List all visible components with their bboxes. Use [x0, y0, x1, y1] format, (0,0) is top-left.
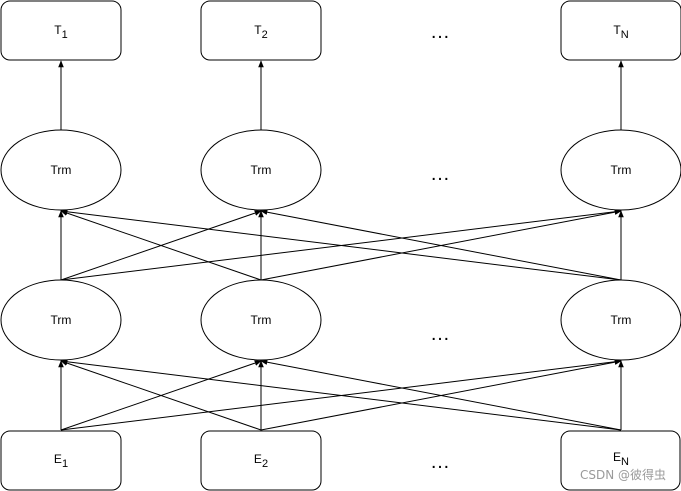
trm-node-l1-b: Trm	[200, 279, 322, 361]
trm-label: Trm	[51, 313, 72, 327]
embedding-label-e1: E1	[54, 452, 68, 470]
edge-en-l1b	[260, 359, 622, 431]
embedding-label-en: EN	[613, 450, 629, 468]
output-label-tn: TN	[613, 23, 628, 41]
edges-layer2-to-output	[58, 60, 624, 130]
edges-embedding-to-layer1	[58, 358, 624, 431]
trm-label: Trm	[611, 313, 632, 327]
output-box-t2: T2	[200, 0, 322, 61]
embedding-ellipsis: …	[430, 451, 450, 473]
trm-node-l2-n: Trm	[560, 129, 681, 211]
embedding-label-e2: E2	[254, 452, 268, 470]
edges-layer1-to-layer2	[58, 208, 624, 281]
embedding-box-e1: E1	[0, 430, 122, 491]
output-ellipsis: …	[430, 21, 450, 43]
edge-l1n-l2b	[260, 209, 622, 281]
edge-en-l1a	[60, 358, 622, 431]
watermark-text: CSDN @彼得虫	[580, 467, 666, 482]
output-row: T1 T2 … TN	[0, 0, 681, 61]
layer1-ellipsis: …	[430, 323, 450, 345]
edge-l1n-l2a	[60, 208, 622, 281]
edge-l1b-l2a	[60, 210, 262, 281]
transformer-layer-1: Trm Trm … Trm	[0, 279, 681, 361]
output-label-t1: T1	[54, 23, 67, 41]
trm-node-l2-a: Trm	[0, 129, 122, 211]
output-box-t1: T1	[0, 0, 122, 61]
embedding-box-e2: E2	[200, 430, 322, 491]
embedding-box-en: EN	[560, 430, 681, 491]
trm-label: Trm	[251, 313, 272, 327]
output-box-tn: TN	[560, 0, 681, 61]
trm-label: Trm	[611, 163, 632, 177]
layer2-ellipsis: …	[430, 163, 450, 185]
output-label-t2: T2	[254, 23, 267, 41]
trm-label: Trm	[51, 163, 72, 177]
trm-node-l1-n: Trm	[560, 279, 681, 361]
trm-node-l1-a: Trm	[0, 279, 122, 361]
embedding-row: E1 E2 … EN	[0, 430, 681, 491]
edge-e2-l1a	[60, 360, 262, 431]
transformer-layer-2: Trm Trm … Trm	[0, 129, 681, 211]
trm-label: Trm	[251, 163, 272, 177]
trm-node-l2-b: Trm	[200, 129, 322, 211]
